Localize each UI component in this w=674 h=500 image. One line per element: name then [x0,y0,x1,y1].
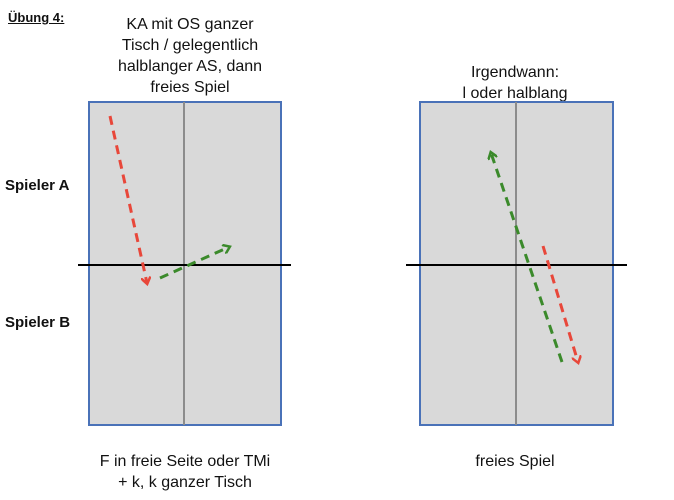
player-b-label: Spieler B [5,314,71,331]
left-header-line-2: Tisch / gelegentlich [121,37,259,54]
left-footer-caption: F in freie Seite oder TMi + k, k ganzer … [70,451,300,493]
exercise-title: Übung 4: [8,10,65,25]
right-header-line-2: l oder halblang [462,85,568,102]
left-header-line-1: KA mit OS ganzer [126,16,254,33]
right-red-arrow [541,245,578,362]
left-header-caption: KA mit OS ganzer Tisch / gelegentlich ha… [95,14,285,98]
left-header-line-4: freies Spiel [150,79,230,96]
left-green-return-arrow [159,247,229,280]
player-a-label: Spieler A [5,177,70,194]
right-header-line-1: Irgendwann: [470,64,560,81]
left-header-line-3: halblanger AS, dann [117,58,263,75]
left-footer-line-1: F in freie Seite oder TMi [99,453,271,470]
left-footer-line-2: + k, k ganzer Tisch [118,474,252,491]
right-footer-caption: freies Spiel [475,453,555,470]
left-red-serve-arrow [108,115,147,283]
right-header-caption: Irgendwann: l oder halblang [430,62,600,104]
right-green-arrow [491,153,564,363]
